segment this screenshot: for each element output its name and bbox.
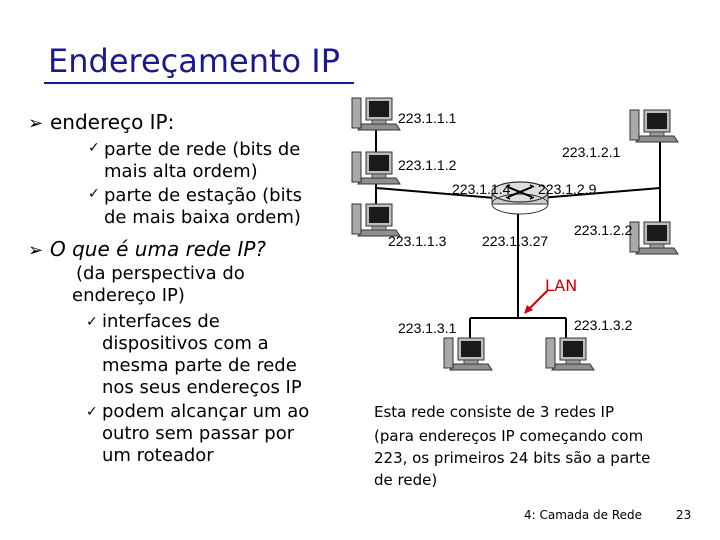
ip-label: 223.1.1.1: [398, 110, 457, 126]
sub-bullet-text: mesma parte de rede: [102, 355, 297, 376]
computer-icon: [629, 221, 679, 255]
sub-bullet-text: de mais baixa ordem): [104, 207, 301, 228]
sub-bullet-text: interfaces de: [102, 311, 220, 332]
ip-label: 223.1.2.1: [562, 144, 621, 160]
sub-bullet-text: um roteador: [102, 445, 214, 466]
sub-bullet-text: parte de estação (bits: [104, 185, 303, 206]
network-note: de rede): [374, 471, 438, 489]
ip-label: 223.1.3.27: [482, 233, 549, 249]
computer-icon: [629, 109, 679, 143]
bullet-ip-address: endereço IP:: [50, 110, 175, 134]
check-bullet-icon: ✓: [86, 314, 98, 330]
arrow-bullet-icon: ➢: [28, 240, 44, 261]
ip-label: 223.1.2.9: [538, 181, 597, 197]
page-number: 23: [676, 508, 692, 522]
page-title: Endereçamento IP: [48, 42, 341, 80]
bullet-what-is-network: O que é uma rede IP?: [50, 237, 267, 261]
ip-label: 223.1.1.2: [398, 157, 457, 173]
network-note: 223, os primeiros 24 bits são a parte: [374, 449, 651, 467]
check-bullet-icon: ✓: [88, 140, 100, 156]
sub-bullet-text: dispositivos com a: [102, 333, 269, 354]
sub-bullet-text: podem alcançar um ao: [102, 401, 310, 422]
sub-bullet-text: mais alta ordem): [104, 161, 258, 182]
computer-icon: [351, 203, 401, 237]
router-icon: [491, 181, 549, 215]
computer-icon: [443, 337, 493, 371]
ip-label: 223.1.3.1: [398, 320, 457, 336]
ip-label: 223.1.1.3: [388, 233, 447, 249]
arrow-bullet-icon: ➢: [28, 113, 44, 134]
ip-label: 223.1.2.2: [574, 222, 633, 238]
title-underline: [44, 82, 354, 84]
paragraph-text: endereço IP): [72, 285, 185, 306]
computer-icon: [351, 151, 401, 185]
sub-bullet-text: outro sem passar por: [102, 423, 295, 444]
sub-bullet-text: nos seus endereços IP: [102, 377, 302, 398]
lan-pointer-arrow: [527, 289, 549, 311]
computer-icon: [351, 97, 401, 131]
paragraph-text: (da perspectiva do: [76, 263, 245, 284]
check-bullet-icon: ✓: [86, 404, 98, 420]
network-note: (para endereços IP começando com: [374, 427, 644, 445]
computer-icon: [545, 337, 595, 371]
lan-label: LAN: [545, 276, 578, 295]
sub-bullet-text: parte de rede (bits de: [104, 139, 301, 160]
network-note: Esta rede consiste de 3 redes IP: [374, 403, 615, 421]
check-bullet-icon: ✓: [88, 186, 100, 202]
ip-label: 223.1.3.2: [574, 317, 633, 333]
ip-label: 223.1.1.4: [452, 181, 511, 197]
footer-chapter: 4: Camada de Rede: [524, 508, 643, 522]
